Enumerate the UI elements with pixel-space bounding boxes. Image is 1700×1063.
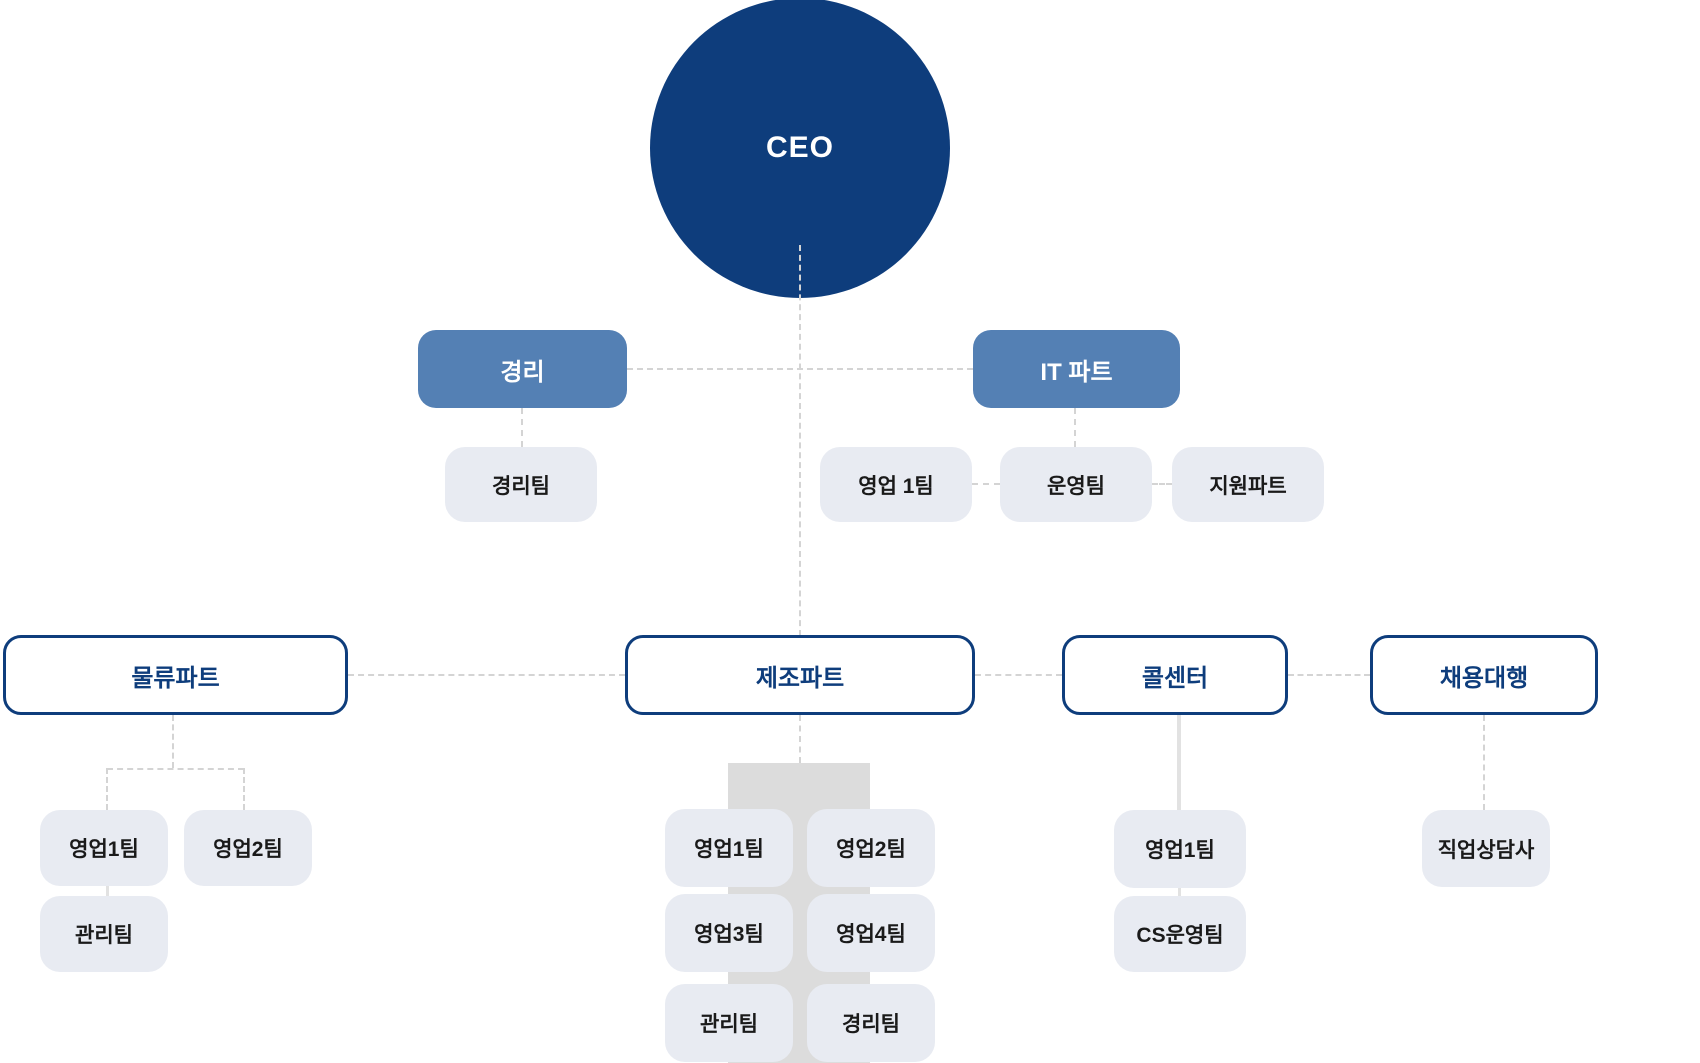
connector-logistics-sales1-admin (106, 886, 109, 896)
connector-callcenter-stem (1177, 715, 1181, 810)
team-node-callcenter-cs-operations: CS운영팀 (1114, 896, 1246, 972)
connector-recruiting-stem (1483, 715, 1485, 810)
connector-logistics-stem (172, 715, 174, 768)
connector-it-sales1-operations (972, 483, 1000, 485)
team-node-recruiting-counselor: 직업상담사 (1422, 810, 1550, 887)
staff-node-label: IT 파트 (1040, 358, 1113, 386)
team-node-logistics-sales2: 영업2팀 (184, 810, 312, 886)
connector-ceo-to-divisions (799, 245, 801, 636)
connector-manufacturing-stem (799, 715, 801, 763)
team-node-label: 지원파트 (1209, 474, 1287, 498)
connector-logistics-branch (107, 768, 244, 770)
connector-callcenter-recruiting (1288, 674, 1370, 676)
team-node-manufacturing-sales1: 영업1팀 (665, 809, 793, 887)
division-node-label: 물류파트 (131, 664, 220, 692)
connector-it-part-child (1074, 408, 1076, 447)
staff-node-accounting: 경리 (418, 330, 627, 408)
team-node-logistics-admin: 관리팀 (40, 896, 168, 972)
team-node-label: 영업4팀 (836, 923, 906, 946)
team-node-callcenter-sales1: 영업1팀 (1114, 810, 1246, 888)
team-node-manufacturing-accounting: 경리팀 (807, 984, 935, 1062)
team-node-manufacturing-sales4: 영업4팀 (807, 894, 935, 972)
connector-callcenter-sales1-cs (1178, 888, 1181, 896)
team-node-it-operations: 운영팀 (1000, 447, 1152, 522)
connector-staff-units (627, 368, 973, 370)
team-node-manufacturing-sales3: 영업3팀 (665, 894, 793, 972)
connector-logistics-drop-right (243, 768, 245, 810)
team-node-it-sales1: 영업 1팀 (820, 447, 972, 522)
team-node-logistics-sales1: 영업1팀 (40, 810, 168, 886)
connector-manufacturing-callcenter (975, 674, 1062, 676)
team-node-label: 영업 1팀 (858, 474, 934, 498)
team-node-label: 영업1팀 (1145, 839, 1215, 862)
team-node-manufacturing-sales2: 영업2팀 (807, 809, 935, 887)
division-node-logistics: 물류파트 (3, 635, 348, 715)
connector-it-operations-support (1152, 483, 1172, 485)
team-node-manufacturing-admin: 관리팀 (665, 984, 793, 1062)
team-node-label: 관리팀 (75, 924, 133, 947)
team-node-label: 영업2팀 (836, 838, 906, 861)
team-node-label: 직업상담사 (1437, 838, 1535, 862)
team-node-label: CS운영팀 (1136, 924, 1224, 947)
division-node-label: 제조파트 (755, 664, 845, 692)
connector-accounting-child (521, 408, 523, 447)
team-node-label: 운영팀 (1047, 474, 1105, 498)
division-node-label: 콜센터 (1141, 664, 1209, 692)
connector-logistics-drop-left (106, 768, 108, 810)
team-node-label: 경리팀 (842, 1013, 900, 1036)
team-node-it-support-part: 지원파트 (1172, 447, 1324, 522)
division-node-callcenter: 콜센터 (1062, 635, 1288, 715)
team-node-label: 영업2팀 (213, 838, 283, 861)
staff-node-label: 경리 (500, 358, 545, 386)
team-node-label: 영업1팀 (69, 838, 139, 861)
team-node-label: 경리팀 (492, 474, 550, 498)
team-node-accounting-team: 경리팀 (445, 447, 597, 522)
team-node-label: 영업1팀 (694, 838, 764, 861)
team-node-label: 영업3팀 (694, 923, 764, 946)
team-node-label: 관리팀 (700, 1013, 758, 1036)
division-node-recruiting: 채용대행 (1370, 635, 1598, 715)
connector-logistics-manufacturing (348, 674, 625, 676)
division-node-manufacturing: 제조파트 (625, 635, 975, 715)
ceo-label: CEO (765, 131, 834, 164)
division-node-label: 채용대행 (1439, 664, 1529, 692)
staff-node-it-part: IT 파트 (973, 330, 1180, 408)
